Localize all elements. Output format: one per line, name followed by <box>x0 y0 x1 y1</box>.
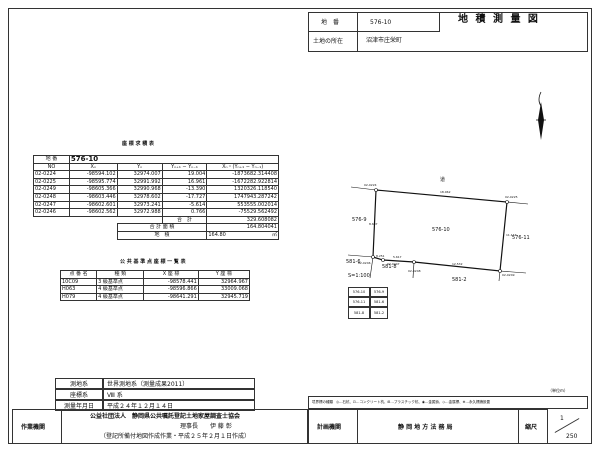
scale-numerator: 1 <box>560 415 564 422</box>
point-label: 02-0249 <box>502 273 515 277</box>
footer-plan-org-cell: 静 岡 地 方 法 務 局 <box>357 409 519 444</box>
control-table-title: 公 共 基 準 点 座 標 一 覧 表 <box>120 259 186 265</box>
location-label-cell: 土地の所在 <box>308 31 358 52</box>
boundary-marker-icon <box>505 200 509 204</box>
legend-items: ◎…石杭、⊡…コンクリート杭、⊞…プラスチック杭、◉…金属鋲、◇…金属標、⊕…永… <box>336 400 491 404</box>
boundary-line <box>347 254 374 258</box>
north-arrow-icon <box>536 91 546 140</box>
footer-org-label-cell: 作業機関 <box>12 409 62 444</box>
page-title: 地 積 測 量 図 <box>458 14 540 25</box>
survey-info: 測地系 世界測地系（測量成果2011） 座標系 Ⅷ 系 測量年月日 平成２４年１… <box>55 378 255 411</box>
legend-label: 境界標の種類 <box>312 400 333 404</box>
boundary-line <box>506 201 529 205</box>
point-label: 02-0248 <box>408 269 421 273</box>
area-table-title: 座 標 求 積 表 <box>122 141 154 147</box>
point-label: 02-0246 <box>358 261 371 265</box>
table-row: H079 4 級基準点 -98641.291 32945.719 <box>59 292 251 302</box>
survey-value: Ⅷ 系 <box>103 389 255 400</box>
boundary-line <box>369 256 374 279</box>
location-label: 土地の所在 <box>313 38 344 45</box>
cell: 32945.719 <box>197 292 251 302</box>
area-unit: ㎡ <box>271 231 277 238</box>
parcel-south-b-label: 581-2 <box>452 277 467 283</box>
inset-cell: 576-9 <box>370 287 388 297</box>
boundary-marker-icon <box>374 188 378 192</box>
scale-denominator: 250 <box>566 433 578 440</box>
distance-label: 5.617 <box>393 255 402 259</box>
area-row: 地 積 164.80 ㎡ <box>34 230 279 240</box>
road-label: 道 <box>440 176 445 183</box>
parcel-sw-label: 581-6 <box>346 259 361 265</box>
distance-label: 18.062 <box>440 190 451 194</box>
cell: 4 級基準点 <box>96 292 145 302</box>
org-rep: 理事長 伊 藤 彰 <box>180 423 232 430</box>
blank-cell <box>33 215 163 224</box>
survey-value: 世界測地系（測量成果2011） <box>103 378 255 389</box>
distance-label: 8.251 <box>376 254 385 258</box>
point-label: 02-0224 <box>364 183 377 187</box>
table-row: 02-0247 -98602.601 32973.241 -5.614 5535… <box>33 200 279 210</box>
scale-label-footer: 縮尺 <box>525 424 538 431</box>
chiban-label: 地 番 <box>321 19 340 26</box>
boundary-marker-icon <box>371 255 375 259</box>
legend-box <box>308 396 588 409</box>
inset-cell: 581-6 <box>370 297 388 307</box>
point-label: 02-0247 <box>387 262 400 266</box>
parcel-west-label: 576-9 <box>352 217 367 223</box>
table-row: 02-0246 -98602.562 32972.988 0.766 -7552… <box>33 208 279 217</box>
footer-plan-label-cell: 計画機関 <box>308 409 358 444</box>
org-label: 作業機関 <box>21 424 46 431</box>
area-label: 地 積 <box>116 230 208 240</box>
boundary-marker-icon <box>412 260 416 264</box>
control-table: 点 番 名 種 類 X 座 標 Y 座 標 10C09 3 級基準点 -9857… <box>59 270 251 302</box>
chiban-value: 576-10 <box>370 19 392 26</box>
distance-label: 12.532 <box>452 262 463 266</box>
unit-note: （単位m） <box>548 388 568 393</box>
inset-cell: 581-8 <box>348 307 370 319</box>
boundary-line <box>412 261 415 279</box>
cell: -98641.291 <box>143 292 199 302</box>
table-row: 02-0248 -98603.446 32978.602 -17.727 174… <box>33 192 279 202</box>
survey-label: 測量年月日 <box>55 400 103 411</box>
area-cell: 164.80 ㎡ <box>206 230 279 240</box>
area-value: 164.80 <box>208 231 226 238</box>
parcel-main-label: 576-10 <box>432 227 450 233</box>
footer-scale-label-cell: 縮尺 <box>518 409 548 444</box>
survey-label: 座標系 <box>55 389 103 400</box>
parcel-east-label: 576-11 <box>512 235 530 241</box>
scale-label: S=1:100 <box>348 273 370 279</box>
table-row: 02-0224 -98594.102 32974.007 19.004 -187… <box>33 170 279 179</box>
boundary-line <box>350 186 377 191</box>
parcel-south-a-label: 581-8 <box>382 264 397 270</box>
table-row: 10C09 3 級基準点 -98578.441 32964.967 <box>59 277 251 287</box>
chiban-value-cell: 576-10 <box>357 12 440 32</box>
org-name: 公益社団法人 静岡県公共嘱託登記土地家屋調査士協会 <box>90 413 241 420</box>
survey-value: 平成２４年１２月１４日 <box>103 400 255 411</box>
boundary-marker-icon <box>498 269 502 273</box>
inset-cell: 576-11 <box>348 297 370 307</box>
inset-cell: 581-2 <box>370 307 388 319</box>
org-note: （登記所備付地図作成作業・平成２５年２月１日作成） <box>100 433 251 440</box>
plan-label: 計画機関 <box>317 424 342 431</box>
survey-label: 測地系 <box>55 378 103 389</box>
point-label: 02-0225 <box>505 195 518 199</box>
inset-map: 576-10 576-9 576-11 581-6 581-8 581-2 <box>348 287 388 319</box>
inset-cell: 576-10 <box>348 287 370 297</box>
location-value: 沼津市庄栄町 <box>366 37 403 44</box>
area-table: 地 番 576-10 NO Xₙ Yₙ Yₙ₊₁ − Yₙ₋₁ Xₙ・(Yₙ₊₁… <box>33 155 280 240</box>
plan-org: 静 岡 地 方 法 務 局 <box>398 424 453 431</box>
distance-label: 11.143 <box>506 233 517 237</box>
boundary-marker-icon <box>381 258 385 262</box>
distance-label: 8.637 <box>369 222 378 226</box>
boundary-line <box>499 270 527 274</box>
